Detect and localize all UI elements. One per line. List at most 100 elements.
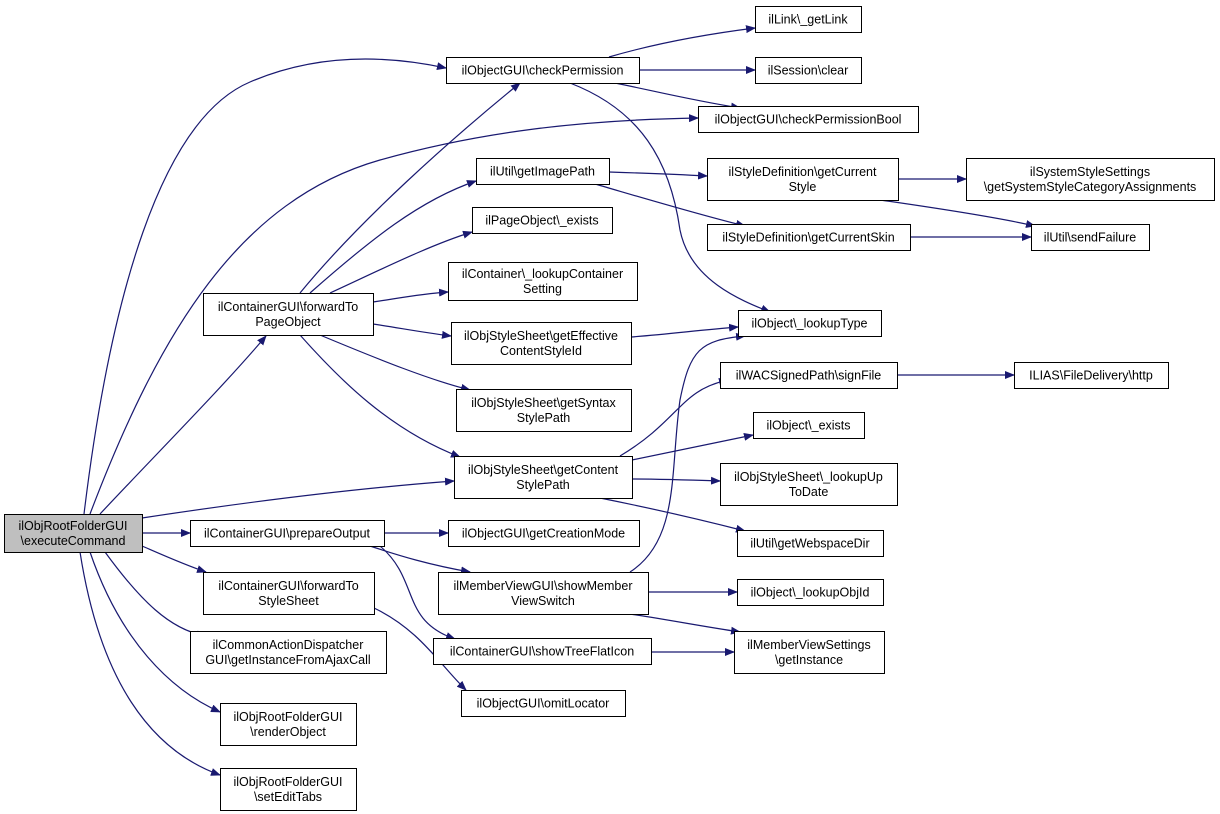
node-box bbox=[203, 293, 374, 336]
node-root[interactable]: ilObjRootFolderGUI\executeCommand bbox=[4, 514, 143, 553]
node-box bbox=[446, 57, 640, 84]
edge-forwardToPageObject-to-getContentStylePath bbox=[299, 334, 461, 458]
node-label: StylePath bbox=[516, 478, 570, 492]
node-getSystemStyleCategory[interactable]: ilSystemStyleSettings\getSystemStyleCate… bbox=[966, 158, 1215, 201]
node-lookupType[interactable]: ilObject\_lookupType bbox=[738, 310, 882, 337]
node-label: ilObject\_exists bbox=[766, 419, 850, 433]
edge-showMemberViewSwitch-to-memberViewSettings bbox=[629, 613, 741, 635]
node-fileDeliveryHttp[interactable]: ILIAS\FileDelivery\http bbox=[1014, 362, 1169, 389]
node-box bbox=[720, 362, 898, 389]
edge-getContentStylePath-to-signFile bbox=[619, 377, 729, 457]
node-getInstanceFromAjaxCall[interactable]: ilCommonActionDispatcherGUI\getInstanceF… bbox=[190, 631, 387, 674]
node-label: ilMemberViewSettings bbox=[747, 638, 870, 652]
node-box bbox=[203, 572, 375, 615]
node-box bbox=[1031, 224, 1150, 251]
node-getCurrentSkin[interactable]: ilStyleDefinition\getCurrentSkin bbox=[707, 224, 911, 251]
node-label: ilWACSignedPath\signFile bbox=[736, 369, 881, 383]
node-label: ilContainerGUI\forwardTo bbox=[218, 579, 358, 593]
edge-getImagePath-to-getCurrentSkin bbox=[594, 183, 746, 228]
node-prepareOutput[interactable]: ilContainerGUI\prepareOutput bbox=[190, 520, 385, 547]
node-label: ilObjectGUI\getCreationMode bbox=[462, 527, 625, 541]
node-box bbox=[753, 412, 865, 439]
node-sessionClear[interactable]: ilSession\clear bbox=[755, 57, 862, 84]
node-label: ilLink\_getLink bbox=[768, 13, 848, 27]
node-box bbox=[755, 57, 862, 84]
node-pageExists[interactable]: ilPageObject\_exists bbox=[472, 207, 613, 234]
node-label: StylePath bbox=[517, 411, 571, 425]
edge-getContentStylePath-to-objectExists bbox=[631, 432, 754, 461]
node-box bbox=[438, 572, 649, 615]
node-label: \getInstance bbox=[775, 653, 843, 667]
node-checkPermission[interactable]: ilObjectGUI\checkPermission bbox=[446, 57, 640, 84]
node-label: ILIAS\FileDelivery\http bbox=[1029, 369, 1153, 383]
node-label: ilContainer\_lookupContainer bbox=[462, 267, 623, 281]
edge-root-to-getInstanceFromAjaxCall bbox=[104, 551, 207, 639]
edge-root-to-checkPermission bbox=[83, 58, 447, 515]
node-renderObject[interactable]: ilObjRootFolderGUI\renderObject bbox=[220, 703, 357, 746]
edge-getCurrentStyle-to-sendFailure bbox=[879, 199, 1036, 228]
edge-forwardToPageObject-to-getImagePath bbox=[309, 180, 477, 294]
node-lookupObjId[interactable]: ilObject\_lookupObjId bbox=[737, 579, 884, 606]
node-label: ilObjStyleSheet\getSyntax bbox=[471, 396, 616, 410]
node-getWebspaceDir[interactable]: ilUtil\getWebspaceDir bbox=[737, 530, 884, 557]
edge-prepareOutput-to-showTreeFlatIcon bbox=[379, 545, 456, 640]
node-box bbox=[4, 514, 143, 553]
node-label: ilObjStyleSheet\getContent bbox=[468, 463, 619, 477]
node-label: ilObjRootFolderGUI bbox=[233, 710, 342, 724]
node-box bbox=[190, 631, 387, 674]
node-label: \setEditTabs bbox=[254, 790, 322, 804]
node-getLink[interactable]: ilLink\_getLink bbox=[755, 6, 862, 33]
node-label: PageObject bbox=[255, 315, 321, 329]
node-label: \renderObject bbox=[250, 725, 326, 739]
node-box bbox=[220, 768, 357, 811]
node-getEffectiveContentStyleId[interactable]: ilObjStyleSheet\getEffectiveContentStyle… bbox=[451, 322, 632, 365]
node-box bbox=[707, 224, 911, 251]
node-box bbox=[698, 106, 919, 133]
node-label: ilObject\_lookupType bbox=[751, 317, 867, 331]
node-box bbox=[461, 690, 626, 717]
node-label: ilStyleDefinition\getCurrentSkin bbox=[722, 231, 894, 245]
node-label: StyleSheet bbox=[258, 594, 319, 608]
node-label: ilUtil\getImagePath bbox=[490, 165, 595, 179]
node-objectExists[interactable]: ilObject\_exists bbox=[753, 412, 865, 439]
node-label: ilObject\_lookupObjId bbox=[751, 586, 870, 600]
edge-root-to-forwardToStyleSheet bbox=[141, 545, 207, 573]
node-label: ilStyleDefinition\getCurrent bbox=[729, 165, 878, 179]
node-label: \executeCommand bbox=[21, 534, 126, 548]
edge-root-to-forwardToPageObject bbox=[99, 335, 267, 515]
node-box bbox=[1014, 362, 1169, 389]
node-label: ilObjStyleSheet\_lookupUp bbox=[734, 470, 883, 484]
node-box bbox=[220, 703, 357, 746]
node-label: ilUtil\sendFailure bbox=[1044, 231, 1136, 245]
node-getImagePath[interactable]: ilUtil\getImagePath bbox=[476, 158, 610, 185]
edge-root-to-setEditTabs bbox=[79, 551, 221, 776]
edge-getContentStylePath-to-lookupUpToDate bbox=[631, 476, 721, 485]
node-label: ilPageObject\_exists bbox=[485, 214, 598, 228]
node-omitLocator[interactable]: ilObjectGUI\omitLocator bbox=[461, 690, 626, 717]
edge-getEffectiveContentStyleId-to-lookupType bbox=[630, 323, 739, 338]
node-setEditTabs[interactable]: ilObjRootFolderGUI\setEditTabs bbox=[220, 768, 357, 811]
edge-root-to-getContentStylePath bbox=[141, 477, 455, 519]
node-getCreationMode[interactable]: ilObjectGUI\getCreationMode bbox=[448, 520, 640, 547]
node-label: Setting bbox=[523, 282, 562, 296]
node-memberViewSettings[interactable]: ilMemberViewSettings\getInstance bbox=[734, 631, 885, 674]
node-label: ContentStyleId bbox=[500, 344, 582, 358]
node-label: ilSystemStyleSettings bbox=[1030, 165, 1150, 179]
edge-forwardToPageObject-to-checkPermission bbox=[299, 82, 521, 294]
node-label: ilMemberViewGUI\showMember bbox=[454, 579, 633, 593]
node-checkPermissionBool[interactable]: ilObjectGUI\checkPermissionBool bbox=[698, 106, 919, 133]
node-signFile[interactable]: ilWACSignedPath\signFile bbox=[720, 362, 898, 389]
node-label: ilUtil\getWebspaceDir bbox=[750, 537, 869, 551]
edge-forwardToPageObject-to-pageExists bbox=[329, 230, 473, 294]
node-sendFailure[interactable]: ilUtil\sendFailure bbox=[1031, 224, 1150, 251]
node-showTreeFlatIcon[interactable]: ilContainerGUI\showTreeFlatIcon bbox=[433, 638, 652, 665]
